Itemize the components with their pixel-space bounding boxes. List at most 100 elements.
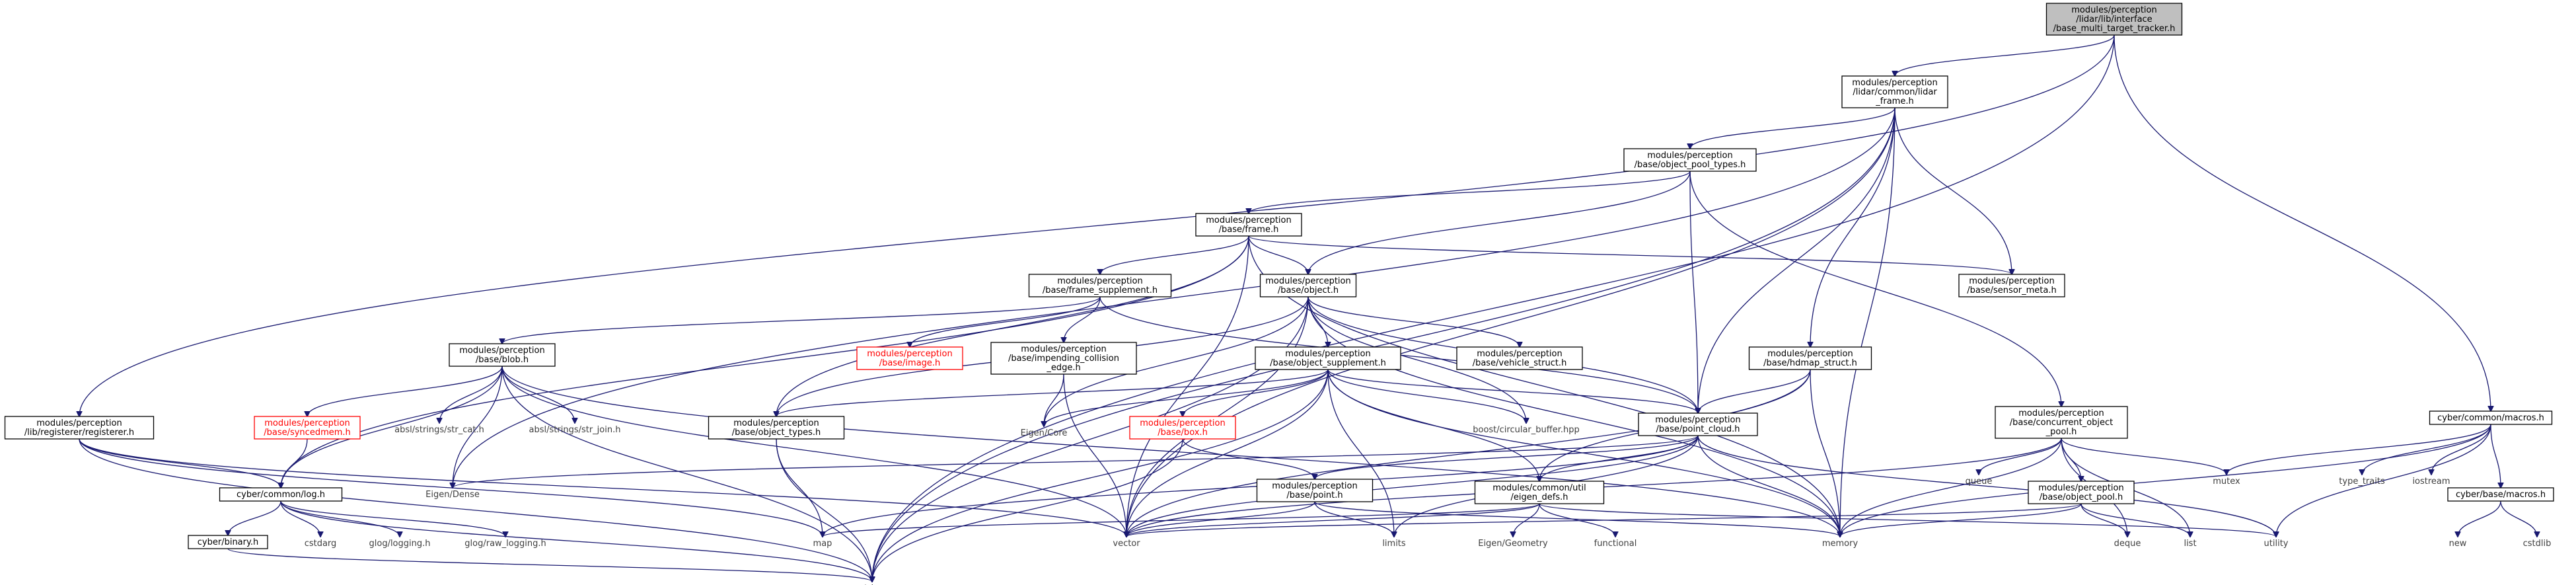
edge-object_supplement-to-limits: [1327, 369, 1394, 537]
node-label: vector: [1113, 539, 1140, 549]
node-eigen-defs[interactable]: modules/common/util/eigen_defs.h: [1474, 481, 1605, 504]
node-label: /base/point.h: [1286, 490, 1343, 500]
node-vector: vector: [1113, 539, 1140, 549]
node-utility: utility: [2264, 539, 2289, 549]
edge-registerer-to-log: [79, 438, 281, 488]
edge-object_supplement-to-object_types: [776, 369, 1329, 416]
node-label: modules/perception: [1140, 418, 1225, 428]
node-point-cloud[interactable]: modules/perception/base/point_cloud.h: [1638, 412, 1758, 436]
node-box: [2045, 3, 2183, 36]
node-label: glog/raw_logging.h: [464, 539, 546, 549]
node-label: modules/perception: [36, 418, 122, 428]
edge-log-to-glog_logging: [280, 500, 400, 537]
edge-frame-to-frame_supplement: [1100, 235, 1249, 274]
node-label: /base/object_types.h: [732, 428, 821, 438]
node-object-supplement[interactable]: modules/perception/base/object_supplemen…: [1255, 346, 1401, 370]
node-concurrent-pool[interactable]: modules/perception/base/concurrent_objec…: [1995, 406, 2128, 439]
edge-cyber_macros-to-mutex: [2226, 424, 2491, 475]
node-eigen-core: Eigen/Core: [1021, 428, 1068, 438]
edge-object_supplement-to-point_cloud: [1327, 369, 1698, 413]
edge-root-to-lidar_frame: [1895, 34, 2115, 76]
node-box: [254, 416, 361, 440]
node-label: new: [2449, 539, 2467, 549]
node-label: _edge.h: [1046, 363, 1080, 373]
node-label: memory: [1822, 539, 1858, 549]
edge-point_cloud-to-vector: [1126, 435, 1699, 537]
node-label: /base/box.h: [1158, 428, 1208, 438]
node-label: /base/blob.h: [476, 355, 529, 365]
edge-object_supplement-to-box: [1183, 369, 1329, 416]
node-label: type_traits: [2339, 477, 2385, 487]
edge-point_cloud-to-memory: [1697, 435, 1840, 537]
node-label: /base/object_supplement.h: [1270, 358, 1386, 368]
node-binary[interactable]: cyber/binary.h: [188, 535, 268, 549]
node-label: list: [2184, 539, 2196, 549]
node-impending-collision[interactable]: modules/perception/base/impending_collis…: [990, 342, 1137, 375]
node-box: [1995, 406, 2128, 439]
node-sensor-meta[interactable]: modules/perception/base/sensor_meta.h: [1958, 274, 2065, 297]
node-new: new: [2449, 539, 2467, 549]
edge-box-to-point: [1182, 438, 1315, 479]
node-iostream: iostream: [2412, 477, 2450, 487]
node-frame[interactable]: modules/perception/base/frame.h: [1195, 213, 1302, 237]
node-object[interactable]: modules/perception/base/object.h: [1259, 274, 1357, 297]
node-label: modules/perception: [1272, 481, 1357, 491]
edge-impending_collision-to-vector: [1063, 373, 1126, 537]
edge-blob-to-vector: [501, 366, 1126, 537]
node-lidar-frame[interactable]: modules/perception/lidar/common/lidar_fr…: [1841, 75, 1948, 108]
node-box[interactable]: modules/perception/base/box.h: [1129, 416, 1236, 440]
edge-object_pool_types-to-point_cloud: [1689, 171, 1698, 413]
node-box: [2028, 481, 2135, 504]
edge-object_pool-to-vector: [1126, 503, 2082, 537]
node-base-macros[interactable]: cyber/base/macros.h: [2447, 487, 2554, 502]
node-box: [1028, 274, 1172, 297]
node-image[interactable]: modules/perception/base/image.h: [856, 346, 963, 370]
edge-registerer-to-map: [79, 438, 823, 537]
node-registerer[interactable]: modules/perception/lib/registerer/regist…: [4, 416, 155, 440]
node-label: modules/perception: [264, 418, 350, 428]
node-box: [188, 535, 268, 549]
node-syncedmem[interactable]: modules/perception/base/syncedmem.h: [254, 416, 361, 440]
edge-log-to-cstdarg: [280, 500, 320, 537]
node-label: Eigen/Core: [1021, 428, 1068, 438]
node-label: deque: [2114, 539, 2141, 549]
edge-object_pool-to-memory: [1840, 503, 2082, 537]
node-queue: queue: [1966, 477, 1993, 487]
node-label: string: [860, 584, 884, 585]
edge-blob-to-log: [281, 366, 503, 488]
node-limits: limits: [1382, 539, 1406, 549]
node-object-pool[interactable]: modules/perception/base/object_pool.h: [2028, 481, 2135, 504]
node-box: [219, 487, 343, 502]
node-memory: memory: [1822, 539, 1858, 549]
node-str-cat: absl/strings/str_cat.h: [394, 425, 484, 435]
node-box: [2429, 410, 2553, 425]
node-blob[interactable]: modules/perception/base/blob.h: [449, 343, 556, 367]
edge-cyber_macros-to-type_traits: [2362, 424, 2491, 475]
node-root[interactable]: modules/perception/lidar/lib/interface/b…: [2045, 3, 2183, 36]
node-label: _pool.h: [2045, 427, 2077, 437]
node-hdmap-struct[interactable]: modules/perception/base/hdmap_struct.h: [1748, 346, 1872, 370]
node-object-pool-types[interactable]: modules/perception/base/object_pool_type…: [1623, 148, 1757, 172]
node-point[interactable]: modules/perception/base/point.h: [1256, 479, 1374, 502]
edge-object_pool_types-to-object: [1308, 171, 1691, 274]
edge-eigen_defs-to-vector: [1126, 503, 1540, 537]
node-label: /base/hdmap_struct.h: [1763, 358, 1857, 368]
edge-object-to-vehicle_struct: [1307, 296, 1520, 347]
node-frame-supplement[interactable]: modules/perception/base/frame_supplement…: [1028, 274, 1172, 297]
edge-object_supplement-to-eigen_core: [1044, 369, 1329, 426]
node-box: [856, 346, 963, 370]
edge-root-to-string: [872, 34, 2115, 582]
node-log[interactable]: cyber/common/log.h: [219, 487, 343, 502]
node-vehicle-struct[interactable]: modules/perception/base/vehicle_struct.h: [1456, 346, 1583, 370]
node-cyber-macros[interactable]: cyber/common/macros.h: [2429, 410, 2553, 425]
node-label: mutex: [2213, 477, 2240, 487]
node-label: /base/sensor_meta.h: [1967, 286, 2056, 295]
node-label: boost/circular_buffer.hpp: [1473, 425, 1580, 435]
node-object-types[interactable]: modules/perception/base/object_types.h: [708, 416, 845, 440]
node-label: /base/impending_collision: [1008, 354, 1119, 364]
node-boost-cb: boost/circular_buffer.hpp: [1473, 425, 1580, 435]
node-label: absl/strings/str_cat.h: [394, 425, 484, 435]
node-box: [449, 343, 556, 367]
node-label: utility: [2264, 539, 2289, 549]
node-label: modules/perception: [733, 418, 819, 428]
